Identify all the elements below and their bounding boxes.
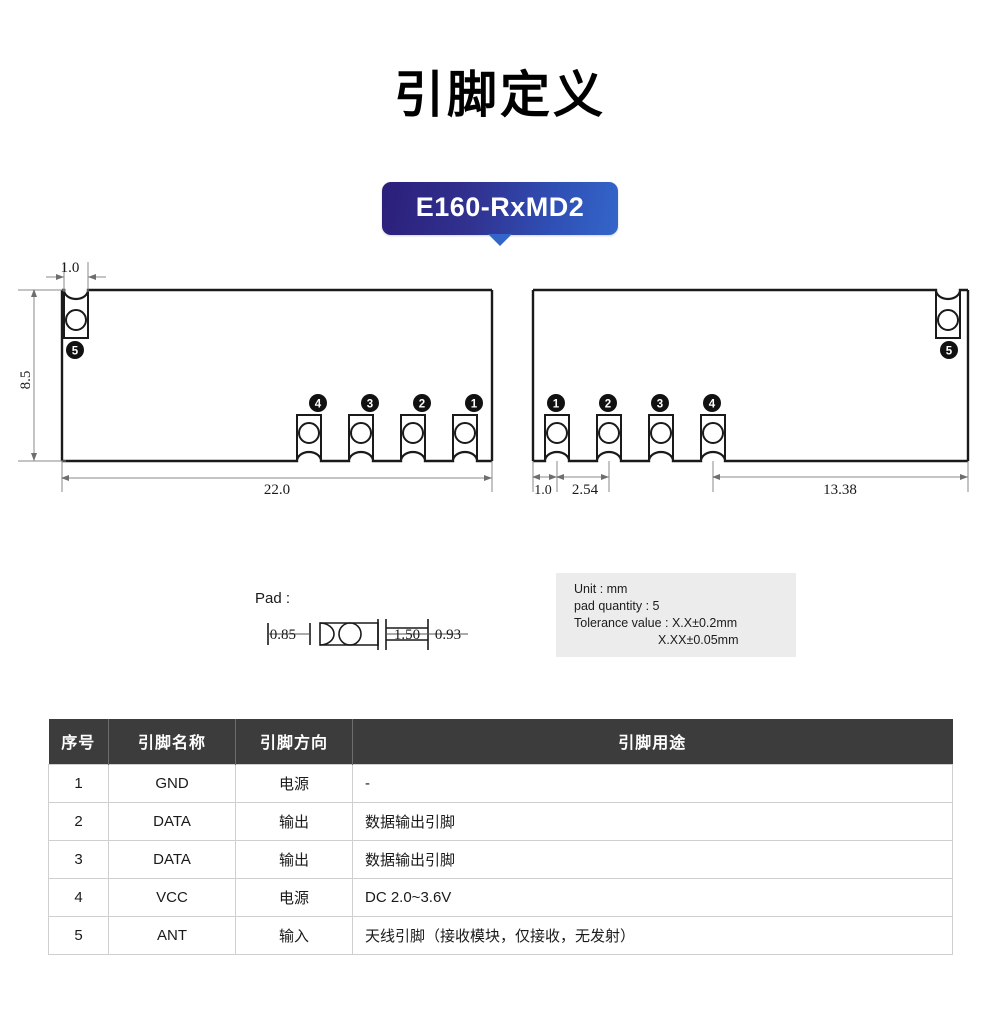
cell-index: 2	[48, 801, 109, 841]
cell-index: 4	[48, 877, 109, 917]
dim-right-pad-pitch: 2.54	[572, 482, 599, 498]
table-row: 2 DATA 输出 数据输出引脚	[48, 801, 953, 841]
table-header-index: 序号	[48, 719, 109, 764]
cell-pin-name: GND	[108, 763, 236, 803]
cell-usage: 数据输出引脚	[352, 801, 953, 841]
notes-tolerance-line-1: Tolerance value : X.X±0.2mm	[574, 616, 738, 630]
cell-index: 1	[48, 763, 109, 803]
model-badge-container: E160-RxMD2	[0, 182, 1000, 246]
cell-pin-name: DATA	[108, 801, 236, 841]
right-board-dimensions	[532, 461, 969, 492]
cell-usage: 数据输出引脚	[352, 839, 953, 879]
pad-number-3: 3	[367, 399, 373, 411]
pad-number-1: 1	[471, 399, 478, 411]
dim-pad-right: 0.93	[435, 627, 461, 643]
cell-direction: 电源	[235, 877, 353, 917]
cell-pin-name: DATA	[108, 839, 236, 879]
page-title: 引脚定义	[394, 67, 606, 123]
left-board-bottom-pads	[296, 414, 478, 461]
cell-direction: 电源	[235, 763, 353, 803]
cell-index: 5	[48, 915, 109, 955]
pad-number-2-right: 2	[605, 399, 611, 411]
pad-number-3-right: 3	[657, 399, 663, 411]
right-pad-notch-icons	[543, 450, 727, 462]
dim-left-height: 8.5	[18, 371, 34, 390]
left-board-outline	[60, 288, 494, 463]
left-board-dimensions	[18, 262, 493, 492]
badge-pointer-icon	[487, 234, 512, 246]
cell-usage: 天线引脚（接收模块，仅接收，无发射）	[352, 915, 953, 955]
cell-index: 3	[48, 839, 109, 879]
pad-detail-shape	[267, 619, 429, 650]
dim-right-width: 13.38	[823, 482, 857, 498]
table-header-row: 序号 引脚名称 引脚方向 引脚用途	[48, 719, 953, 764]
drawing-svg: 5 4 3 2 1	[18, 260, 970, 650]
pad-detail-label: Pad :	[255, 590, 290, 607]
cell-direction: 输出	[235, 839, 353, 879]
table-row: 1 GND 电源 -	[48, 763, 953, 803]
notes-box: Unit : mm pad quantity : 5 Tolerance val…	[556, 573, 796, 657]
pad-number-4-right: 4	[709, 399, 716, 411]
notes-tolerance-line-2: X.XX±0.05mm	[658, 633, 739, 647]
right-pad-5-notch-icon	[934, 289, 962, 301]
pad-number-2: 2	[419, 399, 425, 411]
right-board-bottom-pads	[544, 414, 726, 461]
table-row: 4 VCC 电源 DC 2.0~3.6V	[48, 877, 953, 917]
notes-unit: Unit : mm	[574, 582, 628, 596]
notes-pad-quantity: pad quantity : 5	[574, 599, 660, 613]
table-row: 3 DATA 输出 数据输出引脚	[48, 839, 953, 879]
cell-direction: 输入	[235, 915, 353, 955]
left-board-pad-numbers: 5 4 3 2 1	[66, 341, 483, 412]
pin-definition-table: 序号 引脚名称 引脚方向 引脚用途 1 GND 电源 - 2 DATA 输出 数…	[48, 719, 953, 955]
pad-number-5-right: 5	[946, 346, 953, 358]
right-board-pad-5	[935, 290, 961, 339]
pad-number-4: 4	[315, 399, 322, 411]
right-board-pad-numbers: 5 1 2 3 4	[547, 341, 958, 412]
mechanical-drawing: 5 4 3 2 1	[18, 260, 970, 650]
model-badge: E160-RxMD2	[381, 182, 619, 246]
cell-direction: 输出	[235, 801, 353, 841]
table-header-pin-name: 引脚名称	[108, 719, 236, 764]
left-board-pad-5	[63, 290, 89, 339]
cell-pin-name: ANT	[108, 915, 236, 955]
dim-pad-left: 0.85	[270, 627, 296, 643]
dim-pad-mid: 1.50	[394, 627, 420, 643]
table-header-usage: 引脚用途	[352, 719, 953, 764]
cell-pin-name: VCC	[108, 877, 236, 917]
dim-left-top: 1.0	[61, 260, 80, 276]
pad-number-1-right: 1	[553, 399, 560, 411]
dim-right-pad-offset: 1.0	[534, 483, 552, 498]
left-pad-notch-icons	[295, 450, 479, 462]
pad-number-5: 5	[72, 346, 79, 358]
model-badge-label: E160-RxMD2	[415, 192, 585, 222]
cell-usage: -	[352, 763, 953, 803]
left-pad-5-notch-icon	[62, 289, 90, 301]
table-row: 5 ANT 输入 天线引脚（接收模块，仅接收，无发射）	[48, 915, 953, 955]
dim-left-width: 22.0	[264, 482, 290, 498]
table-header-direction: 引脚方向	[235, 719, 353, 764]
cell-usage: DC 2.0~3.6V	[352, 877, 953, 917]
